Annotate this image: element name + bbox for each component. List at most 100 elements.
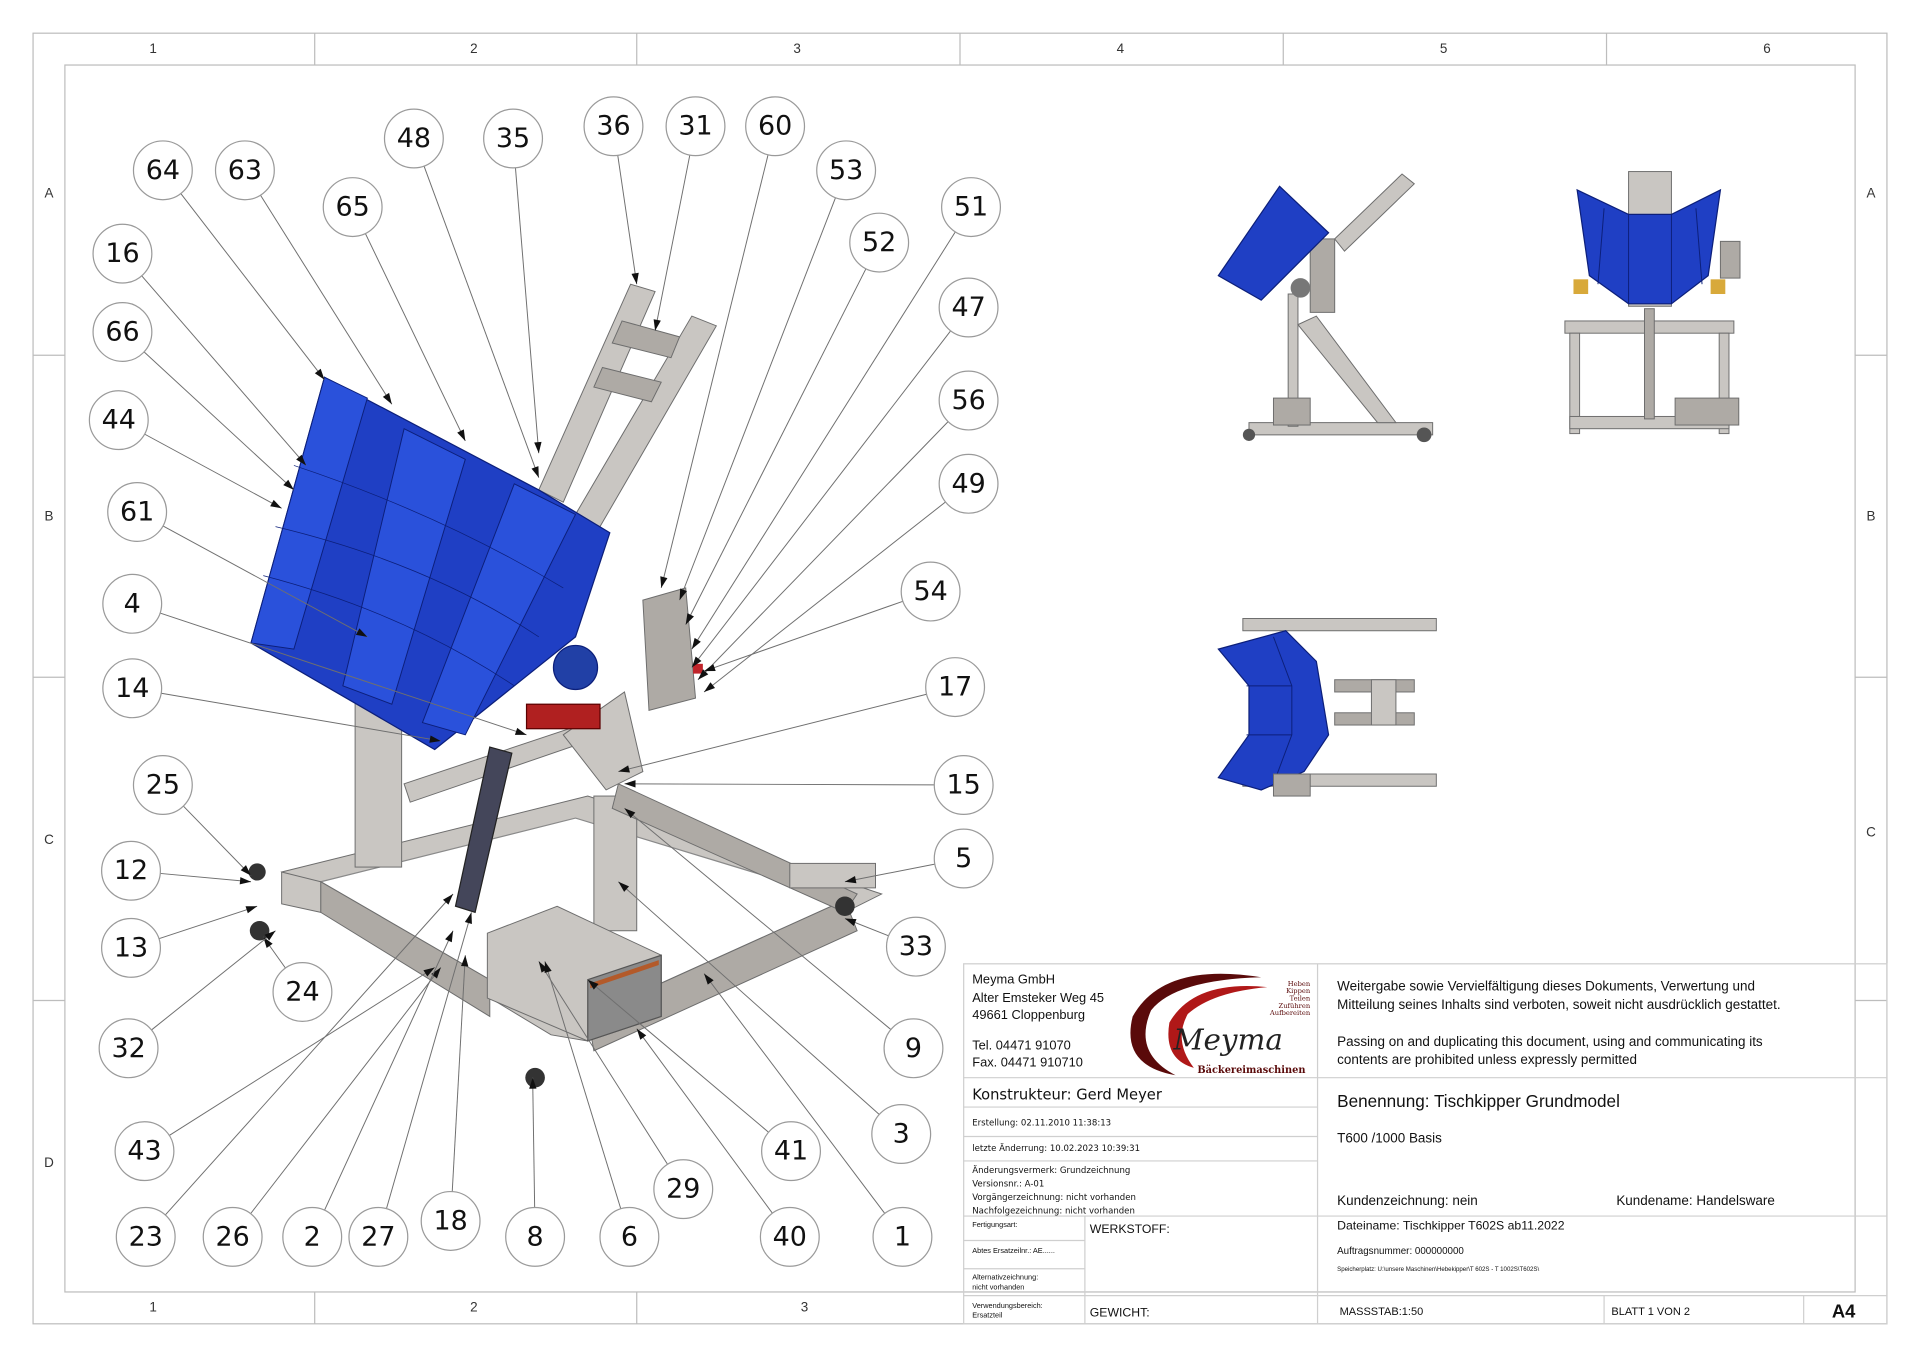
balloon-number: 18 [433,1205,467,1236]
leader-line [151,930,276,1031]
drawing-frame: 1 2 3 4 5 6 1 2 3 A B C D A B C [32,32,1888,1325]
leader-line [660,154,769,589]
arrowhead [844,876,857,884]
created-date: Erstellung: 02.11.2010 11:38:13 [972,1118,1111,1128]
leader-line [544,961,622,1209]
svg-text:Zuführen: Zuführen [1279,1002,1311,1010]
material-label: WERKSTOFF: [1090,1222,1170,1236]
arrowhead [283,479,294,490]
paper-format: A4 [1832,1301,1856,1322]
balloon-number: 43 [127,1136,161,1167]
leader-line [703,973,886,1214]
designation: Benennung: Tischkipper Grundmodel [1337,1091,1620,1111]
balloon-number: 64 [146,155,180,186]
leader-line [159,612,527,736]
leader-line [260,194,393,405]
balloon-number: 61 [120,496,154,527]
leader-line [160,872,252,883]
balloon-6: 6 [599,1206,660,1267]
leader-line [691,330,952,668]
arrowhead [618,765,630,773]
svg-text:Heben: Heben [1288,980,1311,988]
arrowhead [653,319,661,331]
successor-drawing: Nachfolgezeichnung: nicht vorhanden [972,1207,1135,1217]
balloon-25: 25 [132,755,193,816]
balloon-number: 29 [666,1174,700,1205]
leader-line [143,351,295,491]
arrowhead [691,656,702,668]
balloon-number: 17 [938,672,972,703]
front-view [1564,171,1741,435]
balloon-33: 33 [885,916,946,977]
filename: Dateiname: Tischkipper T602S ab11.2022 [1337,1219,1565,1233]
balloon-number: 65 [336,192,370,223]
balloon-60: 60 [745,96,806,157]
leader-line [182,805,252,876]
balloon-47: 47 [938,277,999,338]
balloon-number: 60 [758,111,792,142]
notice-en-line-1: Passing on and duplicating this document… [1337,1034,1763,1049]
balloon-number: 14 [115,673,149,704]
leader-line [844,863,935,883]
balloon-29: 29 [653,1159,714,1220]
arrowhead [534,441,542,454]
leader-line [587,979,769,1133]
arrowhead [704,682,716,692]
balloon-number: 32 [111,1033,145,1064]
balloon-12: 12 [101,840,162,901]
leader-line [703,600,904,672]
arrowhead [461,955,469,967]
balloon-3: 3 [871,1104,932,1165]
leader-line [618,693,927,773]
balloon-64: 64 [132,140,193,201]
balloon-63: 63 [214,140,275,201]
balloon-36: 36 [583,96,644,157]
leader-line [164,893,454,1216]
svg-text:Meyma: Meyma [1172,1023,1282,1057]
balloon-32: 32 [98,1018,159,1079]
company-tel: Tel. 04471 91070 [972,1038,1071,1053]
arrowhead [314,368,325,380]
arrowhead [685,613,694,625]
leader-line [624,783,935,786]
balloon-43: 43 [114,1121,175,1182]
arrowhead [431,967,441,979]
balloon-number: 52 [862,227,896,258]
balloon-17: 17 [925,657,986,718]
designer: Konstrukteur: Gerd Meyer [972,1087,1163,1104]
balloon-number: 8 [527,1221,544,1252]
balloon-61: 61 [107,481,168,542]
side-view [1217,173,1434,443]
balloon-9: 9 [883,1018,944,1079]
balloon-14: 14 [102,658,163,719]
leader-line [691,231,956,650]
leader-line [451,955,466,1192]
balloon-number: 36 [596,111,630,142]
arrowhead [631,272,639,285]
balloon-51: 51 [941,177,1002,238]
arrowhead [636,1028,647,1040]
production-type: Fertigungsart: [972,1220,1017,1229]
leader-lines [141,154,956,1216]
balloon-54: 54 [900,561,961,622]
storage-path: Speicherplatz: U:\unsere Maschinen\Hebek… [1337,1266,1539,1273]
notice-de-line-1: Weitergabe sowie Vervielfältigung dieses… [1337,979,1755,994]
arrowhead [245,906,258,914]
svg-text:Teilen: Teilen [1290,995,1311,1003]
balloon-31: 31 [665,96,726,157]
arrowhead [514,727,527,735]
balloon-number: 40 [773,1221,807,1252]
leader-line [697,421,949,681]
predecessor-drawing: Vorgängerzeichnung: nicht vorhanden [972,1193,1136,1203]
balloon-number: 3 [893,1119,910,1150]
leader-line [636,1028,773,1214]
balloon-40: 40 [759,1206,820,1267]
leader-line [161,692,441,742]
arrowhead [355,628,368,637]
arrowhead [423,967,435,977]
arrowhead [442,894,454,905]
balloon-16: 16 [92,223,153,284]
leader-line [250,967,442,1214]
alt-drawing-value: nicht vorhanden [972,1283,1024,1292]
